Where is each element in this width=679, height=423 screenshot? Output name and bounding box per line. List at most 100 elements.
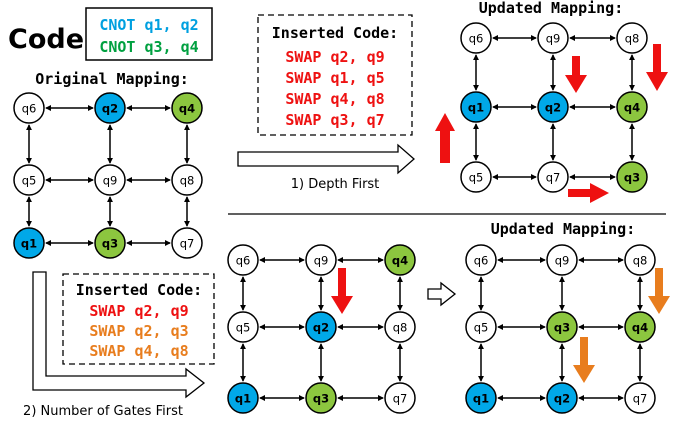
gates-mid-qubit-node-q3 [305,382,337,414]
red-arrow-down-icon [646,44,668,91]
depth-first-result-title: Updated Mapping: [479,0,624,17]
depth-first-qubit-label: q6 [469,32,484,46]
original-qubit-label: q1 [21,237,37,251]
depth-first-qubit-node-q3 [616,161,648,193]
depth-first-qubit-label: q8 [625,32,640,46]
gates-first-hollow-arrow [32,271,206,399]
gates-mid-qubit-node-q1 [227,382,259,414]
depth-first-qubit-node-q1 [460,91,492,123]
original-qubit-node-q1 [13,227,45,259]
gates-mid-qubit-label: q4 [392,254,408,268]
gates-final-qubit-node-q6 [465,244,497,276]
orange-arrow-down-icon [648,268,670,314]
depth-first-swap-arrows [435,44,668,203]
depth-first-qubit-node-q8 [616,22,648,54]
code-line-1: CNOT q1, q2 [99,16,198,34]
gates-first-strategy-label: 2) Number of Gates First [23,404,183,419]
gates-first-code-line-3: SWAP q4, q8 [89,342,188,360]
gates-mid-qubit-label: q5 [236,321,251,335]
gates-mid-qubit-label: q1 [235,392,251,406]
depth-first-qubit-node-q6 [460,22,492,54]
gates-final-qubit-node-q2 [546,382,578,414]
gates-final-qubit-label: q9 [555,254,570,268]
gates-final-qubit-label: q2 [554,392,570,406]
gates-first-code-line-2: SWAP q2, q3 [89,322,188,340]
depth-first-code-line-4: SWAP q3, q7 [285,111,384,129]
gates-final-qubit-node-q8 [624,244,656,276]
gates-mid-qubit-node-q2 [305,311,337,343]
original-qubit-label: q7 [180,237,195,251]
gates-mid-qubit-label: q7 [393,392,408,406]
depth-first-qubit-label: q7 [546,171,561,185]
small-hollow-arrow [427,281,457,307]
depth-first-strategy-label: 1) Depth First [291,177,380,192]
original-qubit-label: q3 [102,237,118,251]
original-qubit-node-q9 [94,164,126,196]
gates-final-qubit-node-q3 [546,311,578,343]
gates-mid-qubit-node-q5 [227,311,259,343]
gates-first-code-box [62,273,215,365]
gates-final-qubit-label: q1 [473,392,489,406]
depth-first-qubit-label: q3 [624,171,640,185]
gates-mid-qubit-label: q6 [236,254,251,268]
gates-final-qubit-label: q8 [633,254,648,268]
original-qubit-node-q5 [13,164,45,196]
depth-first-qubit-node-q5 [460,161,492,193]
gates-mid-qubit-node-q6 [227,244,259,276]
original-qubit-node-q6 [13,92,45,124]
gates-mid-qubit-node-q8 [384,311,416,343]
gates-final-qubit-node-q5 [465,311,497,343]
original-mapping-title: Original Mapping: [35,70,189,88]
gates-final-qubit-label: q4 [632,321,648,335]
original-qubit-label: q9 [103,174,118,188]
gates-final-qubit-node-q7 [624,382,656,414]
depth-first-code-title: Inserted Code: [272,24,398,42]
original-qubit-label: q8 [180,174,195,188]
depth-first-hollow-arrow [237,143,415,175]
gates-final-qubit-label: q5 [474,321,489,335]
gates-mid-qubit-node-q7 [384,382,416,414]
depth-first-qubit-node-q4 [616,91,648,123]
gates-mid-qubit-label: q9 [314,254,329,268]
red-arrow-right-icon [568,183,609,203]
original-qubit-node-q7 [171,227,203,259]
original-qubit-label: q5 [22,174,37,188]
red-arrow-down-icon [565,56,587,93]
depth-first-code-line-3: SWAP q4, q8 [285,90,384,108]
depth-first-qubit-label: q2 [545,101,561,115]
gates-final-qubit-label: q7 [633,392,648,406]
code-label: Code: [8,24,95,55]
depth-first-qubit-label: q9 [546,32,561,46]
red-arrow-up-icon [435,113,455,163]
gates-final-qubit-label: q6 [474,254,489,268]
gates-final-qubit-node-q1 [465,382,497,414]
original-qubit-node-q2 [94,92,126,124]
gates-mid-qubit-label: q3 [313,392,329,406]
original-qubit-label: q2 [102,102,118,116]
red-arrow-down-icon [331,268,353,314]
gates-first-result-title: Updated Mapping: [491,220,636,238]
depth-first-code-line-1: SWAP q2, q9 [285,48,384,66]
gates-first-code-line-1: SWAP q2, q9 [89,302,188,320]
gates-first-intermediate-grid: q6 q9 q4 q5 q2 q8 q1 q3 q7 [227,244,416,414]
code-line-2: CNOT q3, q4 [99,38,198,56]
depth-first-code-line-2: SWAP q1, q5 [285,69,384,87]
gates-mid-qubit-label: q8 [393,321,408,335]
code-box [85,7,213,61]
depth-first-qubit-node-q2 [537,91,569,123]
orange-arrow-down-icon [573,337,595,383]
gates-mid-qubit-node-q4 [384,244,416,276]
gates-mid-qubit-label: q2 [313,321,329,335]
depth-first-qubit-label: q1 [468,101,484,115]
gates-final-qubit-node-q4 [624,311,656,343]
gates-first-code-title: Inserted Code: [76,281,202,299]
depth-first-code-box [257,14,413,136]
original-qubit-label: q4 [179,102,195,116]
original-qubit-node-q4 [171,92,203,124]
depth-first-qubit-label: q4 [624,101,640,115]
gates-final-qubit-node-q9 [546,244,578,276]
